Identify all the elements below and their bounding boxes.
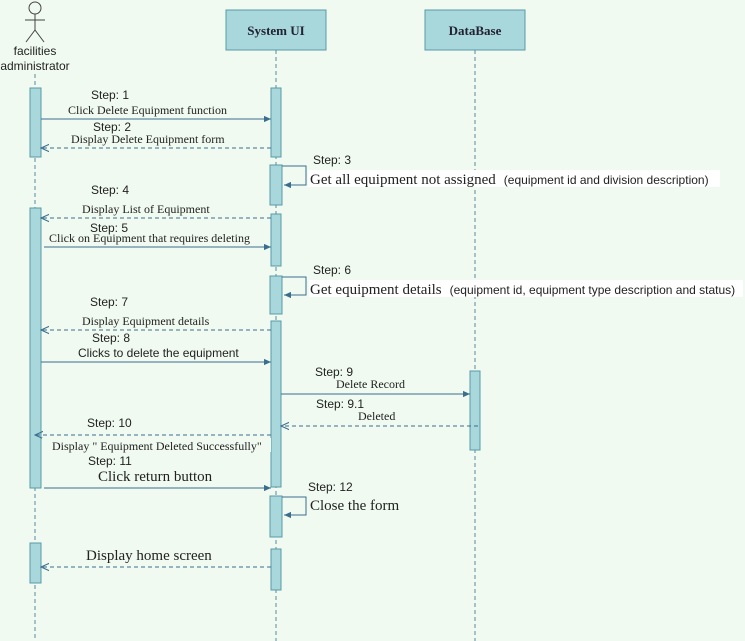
message-label-13: Display home screen [86, 548, 212, 564]
system-ui-box [225, 9, 327, 51]
step-label-9: Step: 9 [315, 365, 353, 379]
actor-name-line2: administrator [0, 59, 69, 73]
actor-activation [29, 207, 42, 489]
message-label-5: Click on Equipment that requires deletin… [49, 231, 250, 245]
system-activation [270, 548, 282, 591]
step-label-2: Step: 2 [93, 120, 131, 134]
system-activation [270, 320, 282, 488]
message-arrow-6 [282, 276, 307, 299]
message-label-2: Display Delete Equipment form [71, 132, 225, 146]
message-label-9: Delete Record [336, 377, 405, 391]
actor-activation [29, 542, 42, 584]
step-label-11: Step: 11 [88, 454, 132, 468]
message-arrow-12 [282, 496, 307, 519]
message-label-bg-3 [308, 170, 720, 187]
message-label-6: Get equipment details (equipment id, equ… [310, 281, 735, 298]
message-label-bg-6 [309, 280, 743, 297]
actor-head [28, 1, 42, 15]
message-label-4: Display List of Equipment [82, 202, 210, 216]
step-label-6: Step: 6 [313, 263, 351, 277]
message-label-1: Click Delete Equipment function [68, 103, 227, 117]
message-label-7: Display Equipment details [82, 314, 210, 328]
message-label-9-1: Deleted [358, 409, 395, 423]
message-label-bg-10 [42, 438, 271, 452]
actor-name-line1: facilities [14, 44, 57, 58]
step-label-5: Step: 5 [90, 221, 128, 235]
step-label-8: Step: 8 [92, 331, 130, 345]
system-activation [270, 213, 282, 267]
database-box [424, 9, 526, 51]
step-label-7: Step: 7 [90, 295, 128, 309]
message-label-3: Get all equipment not assigned (equipmen… [310, 171, 709, 188]
step-label-12: Step: 12 [308, 480, 353, 494]
system-ui-label: System UI [247, 23, 304, 38]
database-activation [469, 370, 481, 451]
message-label-10: Display " Equipment Deleted Successfully… [52, 439, 262, 453]
step-label-4: Step: 4 [91, 183, 129, 197]
step-label-1: Step: 1 [91, 88, 129, 102]
step-label-9-1: Step: 9.1 [316, 397, 364, 411]
database-label: DataBase [449, 23, 502, 38]
message-label-12: Close the form [310, 498, 399, 514]
message-label-8: Clicks to delete the equipment [78, 346, 239, 360]
step-label-3: Step: 3 [313, 153, 351, 167]
actor-figure [25, 1, 45, 43]
system-activation [270, 87, 282, 158]
system-activation [269, 495, 283, 538]
message-arrow-3 [282, 165, 307, 189]
step-label-10: Step: 10 [87, 416, 132, 430]
system-activation [269, 275, 283, 315]
system-activation [269, 164, 283, 206]
actor-activation [29, 87, 42, 158]
message-label-11: Click return button [98, 469, 213, 485]
